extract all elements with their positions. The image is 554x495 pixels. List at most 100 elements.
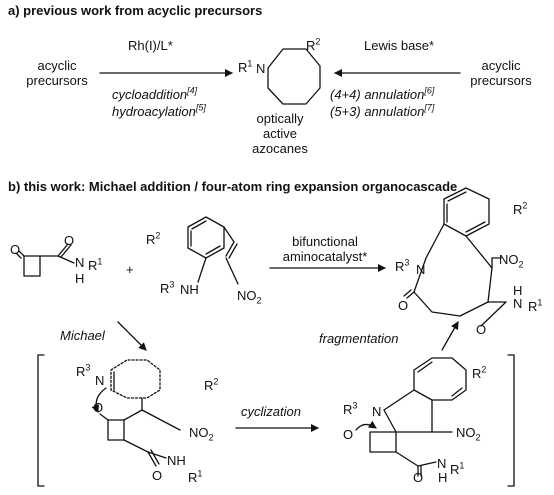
azocane-r2-sup: 2 [315,36,321,47]
int1-amide-n: NH [167,453,186,468]
product-amide-o: O [476,322,487,337]
method-44-text: (4+4) annulation [330,87,425,102]
product-n: N [416,262,426,277]
int1-r2: R2 [204,376,219,393]
section-b-heading: b) this work: Michael addition / four-at… [8,179,458,194]
int1-no2-sub: 2 [208,432,214,443]
int2-r2-letter: R [472,366,482,381]
product-r2: R2 [513,201,527,217]
product-no2-sub: 2 [518,259,524,270]
int1-r2-sup: 2 [213,376,219,387]
catalyst-line2: aminocatalyst* [282,249,368,264]
fragmentation-label: fragmentation [319,331,399,346]
styrene-r3: R3 [160,279,175,296]
int1-amide-n-letter: N [167,453,177,468]
catalyst-label: bifunctional aminocatalyst* [270,234,380,264]
int1-amide-r1-sup: 1 [197,468,203,479]
amide-o: O [64,233,75,248]
ref-7: [7] [424,102,435,113]
arrow-fragmentation [441,321,459,351]
styrene-no2-sub: 2 [256,295,262,306]
int1-amide-o: O [152,468,163,483]
product-no2-text: NO [499,252,519,267]
int2-r3-letter: R [343,402,353,417]
catalyst-line1: bifunctional [292,234,358,249]
ref-6: [6] [424,85,435,96]
int2-amide-r1-sup: 1 [459,460,465,471]
int1-amide-r1: R1 [188,468,203,485]
product-r3: R3 [395,257,410,274]
product-label: optically active azocanes [244,111,316,156]
product-amide-r1-sup: 1 [537,297,543,308]
product-amide-r1: R1 [528,297,543,314]
styrene-n: N [180,282,190,297]
amide-n: N [75,255,85,270]
int2-no2: NO2 [456,425,481,442]
method-53-text: (5+3) annulation [330,104,425,119]
section-a-heading: a) previous work from acyclic precursors [8,3,263,18]
int2-amide-h: H [438,470,448,485]
product-line2: active [263,126,297,141]
method-hydroacylation-text: hydroacylation [112,104,196,119]
left-precursor-line1: acyclic [37,58,77,73]
styrene-r2-sup: 2 [155,230,161,241]
right-precursor-line2: precursors [470,73,532,88]
product-amide-h: H [513,283,523,298]
int2-r3-sup: 3 [352,400,358,411]
method-hydroacylation: hydroacylation[5] [112,102,206,119]
styrene-no2: NO2 [237,288,262,306]
amide-r1: R1 [88,256,103,273]
product-r3-sup: 3 [404,257,410,268]
ref-5: [5] [195,102,206,113]
product-amide-n: N [513,296,523,311]
int1-benzene [110,359,161,399]
int1-amide-r1-letter: R [188,470,198,485]
method-53-annulation: (5+3) annulation[7] [330,102,435,119]
product-benzene [443,187,490,237]
styrene-nh: NH [180,282,199,297]
arrow-michael [117,321,147,351]
int1-amide-h-letter: H [176,453,186,468]
method-44-annulation: (4+4) annulation[6] [330,85,435,102]
int2-amide-o: O [413,470,424,485]
amide-r1-letter: R [88,258,98,273]
product-r2-letter: R [513,202,523,217]
int1-no2: NO2 [189,425,214,443]
method-cycloaddition: cycloaddition[4] [112,85,198,102]
ref-4: [4] [187,85,198,96]
azocane-r2-letter: R [306,38,316,53]
int1-n: N [95,373,105,388]
azocane-r1-letter: R [238,60,248,75]
styrene-r3-letter: R [160,281,170,296]
product-line3: azocanes [252,141,308,156]
bracket-right [507,354,515,487]
method-cycloaddition-text: cycloaddition [112,87,188,102]
int2-amide-r1-letter: R [450,462,460,477]
int1-r3-sup: 3 [85,362,91,373]
plus-sign: + [126,262,134,277]
right-precursor-line1: acyclic [481,58,521,73]
int2-ring [383,389,433,433]
azocane-r1: R1 [238,58,253,75]
azocane-r1-sup: 1 [247,58,253,69]
styrene-r3-sup: 3 [169,279,175,290]
amide-r1-sup: 1 [97,256,103,267]
product-lactam-o: O [398,298,409,313]
ketone-o: O [10,242,21,257]
product-no2: NO2 [499,252,524,270]
cyclobutanone [23,255,41,277]
int1-r2-letter: R [204,378,214,393]
int1-cyclobutanone [107,419,125,441]
azocane-r2: R2 [306,36,321,53]
styrene-h: H [189,282,199,297]
int2-n: N [372,404,382,419]
azocane-ring [267,48,321,105]
int1-r3-letter: R [76,364,86,379]
int2-cyclobutane [369,431,397,453]
cyclization-label: cyclization [241,404,301,419]
int2-amide-n: N [437,456,447,471]
styrene-r2-letter: R [146,232,156,247]
styrene-r2: R2 [146,230,161,247]
product-amide-r1-letter: R [528,299,538,314]
